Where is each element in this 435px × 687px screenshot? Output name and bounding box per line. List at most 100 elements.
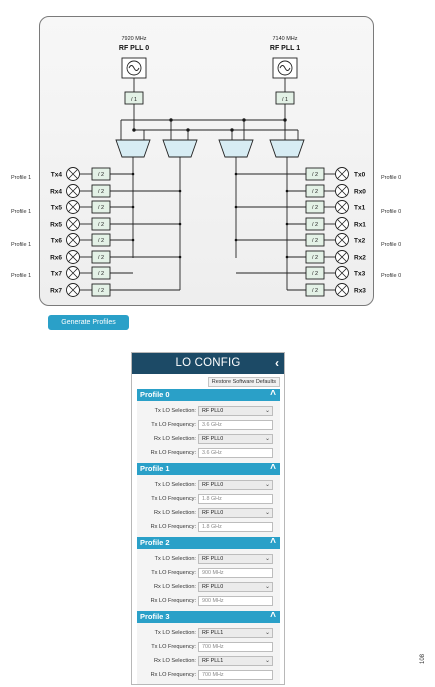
profile-body: Tx LO Selection:RF PLL0⌄Tx LO Frequency:… [137, 401, 280, 465]
mixer-cross [337, 252, 347, 262]
div2-label: / 2 [98, 288, 104, 294]
channel-label: Rx2 [354, 255, 366, 262]
channel-label: Rx4 [50, 189, 62, 196]
rx-freq-input[interactable]: 700 MHz [198, 670, 273, 680]
div2-label: / 2 [98, 189, 104, 195]
channel-label: Rx1 [354, 222, 366, 229]
chevron-down-icon: ⌄ [264, 482, 270, 488]
junction-dot [178, 222, 182, 226]
right-profile-label: Profile 0 [381, 242, 402, 248]
field-value: RF PLL0 [202, 436, 224, 442]
junction-dot [178, 255, 182, 259]
profile-name: Profile 0 [140, 390, 170, 399]
rx-freq-input[interactable]: 900 MHz [198, 596, 273, 606]
pll0-divider-label: / 1 [131, 97, 137, 103]
div2-label: / 2 [312, 205, 318, 211]
mixer-cross [68, 268, 78, 278]
tx-sel-select[interactable]: RF PLL0 ⌄ [198, 480, 273, 490]
rx-sel-select[interactable]: RF PLL0 ⌄ [198, 508, 273, 518]
junction-dot [285, 189, 289, 193]
profile-header[interactable]: Profile 1 ˄ [137, 462, 280, 475]
div2-label: / 2 [312, 222, 318, 228]
chevron-up-icon[interactable]: ˄ [270, 610, 276, 621]
profile-body: Tx LO Selection:RF PLL0⌄Tx LO Frequency:… [137, 475, 280, 539]
generate-profiles-button[interactable]: Generate Profiles [48, 315, 129, 330]
profile-section: Profile 3 ˄ Tx LO Selection:RF PLL1⌄Tx L… [137, 610, 280, 684]
channel-label: Tx7 [51, 271, 63, 278]
profile-header[interactable]: Profile 2 ˄ [137, 536, 280, 549]
div2-label: / 2 [312, 288, 318, 294]
tx-freq-input[interactable]: 900 MHz [198, 568, 273, 578]
div2-label: / 2 [98, 271, 104, 277]
rx-sel-select[interactable]: RF PLL0 ⌄ [198, 434, 273, 444]
junction-dot [131, 238, 135, 242]
rx-freq-label: Rx LO Frequency: [150, 598, 196, 604]
figure-id: 108 [420, 653, 426, 664]
right-profile-label: Profile 0 [381, 209, 402, 215]
rx-sel-select[interactable]: RF PLL1 ⌄ [198, 656, 273, 666]
field-value: 3.6 GHz [202, 450, 222, 456]
chevron-up-icon[interactable]: ˄ [270, 388, 276, 399]
mixer-cross [68, 186, 78, 196]
tx-sel-select[interactable]: RF PLL1⌄ [198, 628, 273, 638]
channel-label: Tx4 [51, 172, 63, 179]
div2-label: / 2 [98, 205, 104, 211]
field-value: 1.8 GHz [202, 496, 222, 502]
field-value: 900 MHz [202, 598, 224, 604]
chevron-down-icon: ⌄ [264, 510, 270, 516]
chevron-down-icon: ⌄ [264, 436, 270, 442]
div2-label: / 2 [312, 255, 318, 261]
left-profile-label: Profile 1 [11, 242, 32, 248]
profile-section: Profile 0 ˄ Tx LO Selection:RF PLL0⌄Tx L… [137, 388, 280, 465]
mixer-cross [68, 235, 78, 245]
mixer-cross [337, 268, 347, 278]
chevron-left-icon[interactable]: ‹ [275, 356, 279, 370]
chevron-down-icon: ⌄ [264, 658, 270, 664]
channel-label: Tx2 [354, 238, 366, 245]
field-value: RF PLL0 [202, 510, 224, 516]
pll1-name-label: RF PLL 1 [270, 45, 300, 52]
mixer-cross [337, 186, 347, 196]
rx-freq-label: Rx LO Frequency: [150, 524, 196, 530]
rx-sel-label: Rx LO Selection: [154, 436, 196, 442]
profile-name: Profile 3 [140, 612, 170, 621]
div2-label: / 2 [98, 238, 104, 244]
mux-2 [162, 139, 198, 158]
profile-section: Profile 2 ˄ Tx LO Selection:RF PLL0⌄Tx L… [137, 536, 280, 613]
restore-defaults-button[interactable]: Restore Software Defaults [207, 377, 280, 387]
rx-sel-label: Rx LO Selection: [154, 584, 196, 590]
channel-label: Rx6 [50, 255, 62, 262]
junction-dot [285, 255, 289, 259]
tx-sel-select[interactable]: RF PLL0⌄ [198, 554, 273, 564]
right-profile-label: Profile 0 [381, 273, 402, 279]
mixer-cross [337, 285, 347, 295]
field-value: RF PLL1 [202, 658, 224, 664]
profile-name: Profile 1 [140, 464, 170, 473]
mixer-cross [68, 285, 78, 295]
tx-sel-label: Tx LO Selection: [154, 482, 196, 488]
tx-freq-input[interactable]: 1.8 GHz [198, 494, 273, 504]
lo-config-header: LO CONFIG ‹ [132, 353, 284, 374]
field-value: RF PLL0 [202, 482, 224, 488]
div2-label: / 2 [98, 222, 104, 228]
tx-freq-label: Tx LO Frequency: [151, 570, 196, 576]
profile-header[interactable]: Profile 3 ˄ [137, 610, 280, 623]
rx-sel-select[interactable]: RF PLL0⌄ [198, 582, 273, 592]
chevron-up-icon[interactable]: ˄ [270, 536, 276, 547]
tx-freq-input[interactable]: 700 MHz [198, 642, 273, 652]
chevron-up-icon[interactable]: ˄ [270, 462, 276, 473]
left-profile-label: Profile 1 [11, 175, 32, 181]
div2-label: / 2 [98, 172, 104, 178]
rx-freq-input[interactable]: 3.6 GHz [198, 448, 273, 458]
tx-freq-label: Tx LO Frequency: [151, 422, 196, 428]
mixer-cross [337, 235, 347, 245]
profile-name: Profile 2 [140, 538, 170, 547]
rx-freq-input[interactable]: 1.8 GHz [198, 522, 273, 532]
mixer-cross [337, 202, 347, 212]
tx-sel-select[interactable]: RF PLL0⌄ [198, 406, 273, 416]
div2-label: / 2 [98, 255, 104, 261]
profile-header[interactable]: Profile 0 ˄ [137, 388, 280, 401]
field-value: 1.8 GHz [202, 524, 222, 530]
div2-label: / 2 [312, 271, 318, 277]
tx-freq-input[interactable]: 3.6 GHz [198, 420, 273, 430]
